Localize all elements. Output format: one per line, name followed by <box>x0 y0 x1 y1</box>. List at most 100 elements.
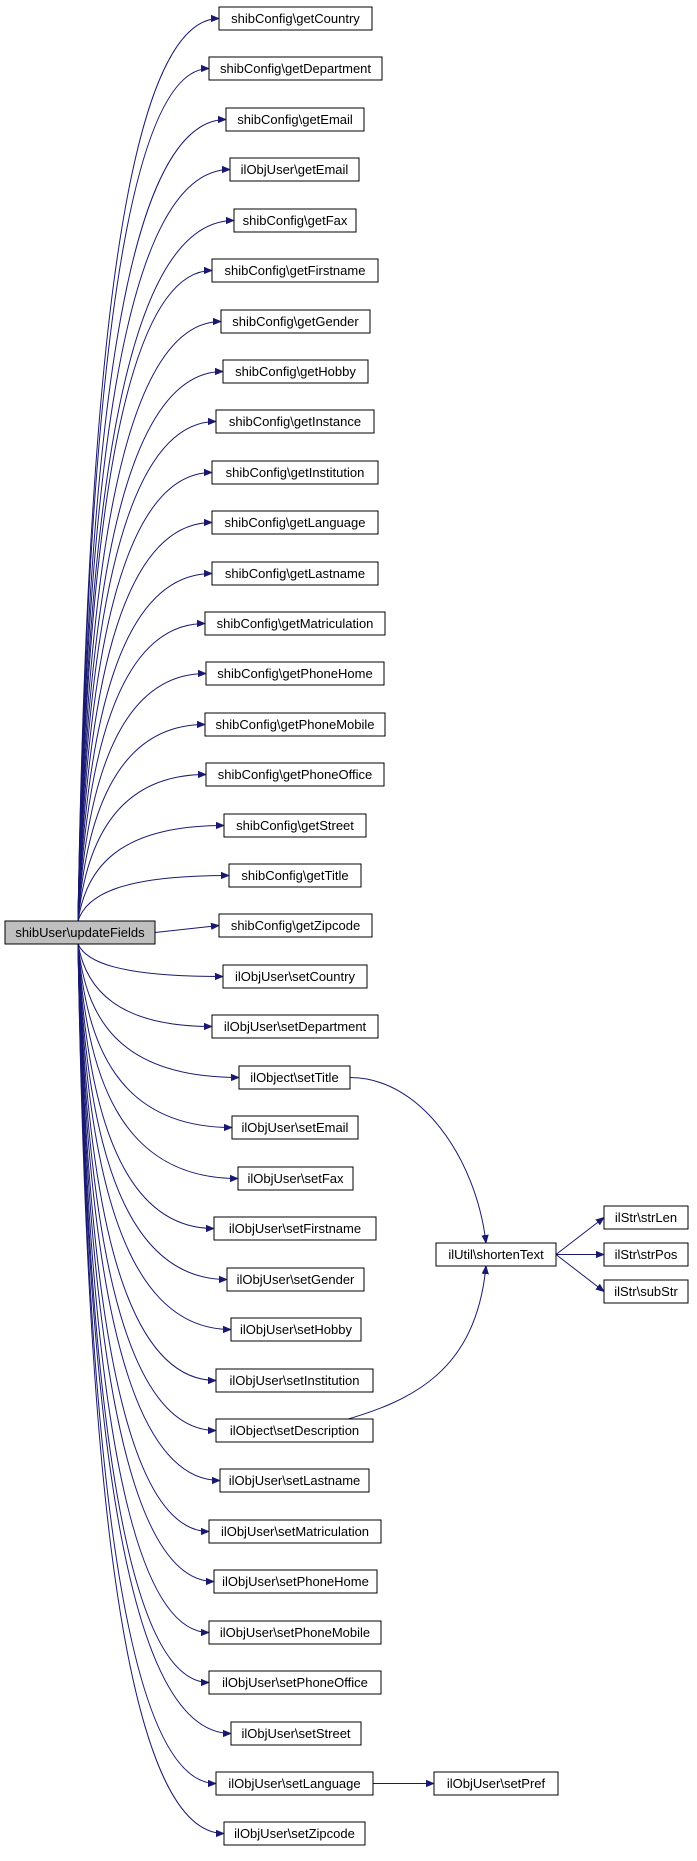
function-node[interactable]: ilObject\setTitle <box>238 1065 351 1090</box>
node-box <box>435 1242 557 1267</box>
node-label: ilObjUser\setMatriculation <box>221 1524 369 1539</box>
function-node[interactable]: ilObjUser\setZipcode <box>223 1821 366 1846</box>
node-box <box>215 1771 374 1796</box>
edge-root-to-n2 <box>77 120 226 922</box>
function-node[interactable]: ilObjUser\setLastname <box>219 1468 370 1493</box>
node-box <box>213 1569 378 1594</box>
node-label: shibConfig\getFax <box>243 213 348 228</box>
function-node[interactable]: shibConfig\getFax <box>233 208 357 233</box>
node-box <box>219 1468 370 1493</box>
function-node[interactable]: ilStr\subStr <box>603 1279 689 1304</box>
function-node[interactable]: ilObjUser\setFirstname <box>213 1216 377 1241</box>
function-node[interactable]: ilObjUser\setPhoneOffice <box>208 1670 382 1695</box>
node-label: ilObjUser\setDepartment <box>224 1019 367 1034</box>
root-node[interactable]: shibUser\updateFields <box>4 920 156 945</box>
node-label: shibConfig\getInstitution <box>226 465 365 480</box>
function-node[interactable]: shibConfig\getMatriculation <box>204 611 386 636</box>
node-label: ilObject\setTitle <box>250 1070 338 1085</box>
node-box <box>208 1519 382 1544</box>
edge-root-to-n8 <box>77 422 216 922</box>
function-node[interactable]: ilObjUser\setPref <box>433 1771 559 1796</box>
nodes-layer: shibUser\updateFields shibConfig\getCount… <box>4 6 689 1846</box>
function-node[interactable]: shibConfig\getDepartment <box>208 56 383 81</box>
function-node[interactable]: shibConfig\getPhoneHome <box>205 661 385 686</box>
node-box <box>233 208 357 233</box>
node-label: shibConfig\getGender <box>232 314 359 329</box>
node-box <box>231 1115 359 1140</box>
node-label: shibConfig\getLanguage <box>225 515 366 530</box>
function-node[interactable]: shibConfig\getLastname <box>211 561 379 586</box>
node-label: ilUtil\shortenText <box>448 1247 544 1262</box>
function-node[interactable]: shibConfig\getFirstname <box>211 258 379 283</box>
node-label: shibConfig\getInstance <box>229 414 361 429</box>
function-node[interactable]: shibConfig\getZipcode <box>218 913 373 938</box>
node-label: ilObjUser\setFirstname <box>229 1221 361 1236</box>
edge-root-to-n6 <box>77 322 221 922</box>
edge-root-to-n7 <box>77 372 223 922</box>
function-node[interactable]: ilObjUser\setDepartment <box>211 1014 379 1039</box>
edge-root-to-n24 <box>77 943 214 1229</box>
node-box <box>208 1620 382 1645</box>
edge-root-to-n36 <box>77 943 224 1834</box>
node-label: shibConfig\getPhoneMobile <box>216 717 375 732</box>
function-node[interactable]: ilObjUser\setLanguage <box>215 1771 374 1796</box>
edge-root-to-n11 <box>77 574 212 922</box>
node-box <box>211 1014 379 1039</box>
function-node[interactable]: shibConfig\getInstance <box>215 409 375 434</box>
function-node[interactable]: ilObjUser\setInstitution <box>215 1368 374 1393</box>
edge-root-to-n26 <box>77 943 231 1330</box>
function-node[interactable]: ilObjUser\setPhoneMobile <box>208 1620 382 1645</box>
node-box <box>226 1267 365 1292</box>
function-node[interactable]: ilObjUser\setPhoneHome <box>213 1569 378 1594</box>
function-node[interactable]: ilStr\strLen <box>603 1205 689 1230</box>
node-box <box>228 863 362 888</box>
function-node[interactable]: ilStr\strPos <box>603 1242 689 1267</box>
node-box <box>223 813 367 838</box>
edge-root-to-n14 <box>77 725 205 922</box>
node-box <box>603 1279 689 1304</box>
function-node[interactable]: shibConfig\getTitle <box>228 863 362 888</box>
function-node[interactable]: shibConfig\getGender <box>220 309 371 334</box>
function-node[interactable]: ilObjUser\setCountry <box>222 964 368 989</box>
function-node[interactable]: shibConfig\getCountry <box>218 6 373 31</box>
function-node[interactable]: shibConfig\getLanguage <box>211 510 379 535</box>
function-node[interactable]: shibConfig\getStreet <box>223 813 367 838</box>
function-node[interactable]: ilObjUser\setFax <box>237 1166 354 1191</box>
edge-root-to-n19 <box>77 943 223 977</box>
node-box <box>225 107 365 132</box>
function-node[interactable]: shibConfig\getPhoneMobile <box>204 712 386 737</box>
edge-root-to-n25 <box>77 943 227 1280</box>
function-node[interactable]: ilObjUser\setHobby <box>230 1317 362 1342</box>
edge-n37-to-n38 <box>555 1218 604 1255</box>
function-node[interactable]: shibConfig\getInstitution <box>211 460 379 485</box>
edge-root-to-n21 <box>77 943 239 1078</box>
function-node[interactable]: ilObjUser\getEmail <box>229 157 360 182</box>
function-node[interactable]: ilObjUser\setGender <box>226 1267 365 1292</box>
function-node[interactable]: shibConfig\getPhoneOffice <box>205 762 385 787</box>
node-box <box>208 56 383 81</box>
node-box <box>218 6 373 31</box>
node-box <box>220 309 371 334</box>
function-node[interactable]: ilObjUser\setEmail <box>231 1115 359 1140</box>
edge-root-to-n20 <box>77 943 212 1027</box>
edge-root-to-n1 <box>77 69 209 922</box>
function-node[interactable]: ilObjUser\setMatriculation <box>208 1519 382 1544</box>
node-box <box>204 712 386 737</box>
edge-n37-to-n40 <box>555 1254 604 1292</box>
function-node[interactable]: shibConfig\getHobby <box>222 359 369 384</box>
node-label: ilObjUser\setFax <box>247 1171 344 1186</box>
node-label: ilObject\setDescription <box>230 1423 359 1438</box>
edge-root-to-n13 <box>77 674 206 922</box>
node-label: ilObjUser\setCountry <box>235 969 355 984</box>
node-label: shibConfig\getEmail <box>237 112 353 127</box>
node-label: ilStr\strLen <box>615 1210 677 1225</box>
function-node[interactable]: shibConfig\getEmail <box>225 107 365 132</box>
function-node[interactable]: ilObject\setDescription <box>215 1418 374 1443</box>
node-box <box>205 762 385 787</box>
function-node[interactable]: ilObjUser\setStreet <box>230 1721 362 1746</box>
node-label: ilStr\subStr <box>614 1284 678 1299</box>
node-box <box>218 913 373 938</box>
function-node[interactable]: ilUtil\shortenText <box>435 1242 557 1267</box>
node-box <box>222 964 368 989</box>
